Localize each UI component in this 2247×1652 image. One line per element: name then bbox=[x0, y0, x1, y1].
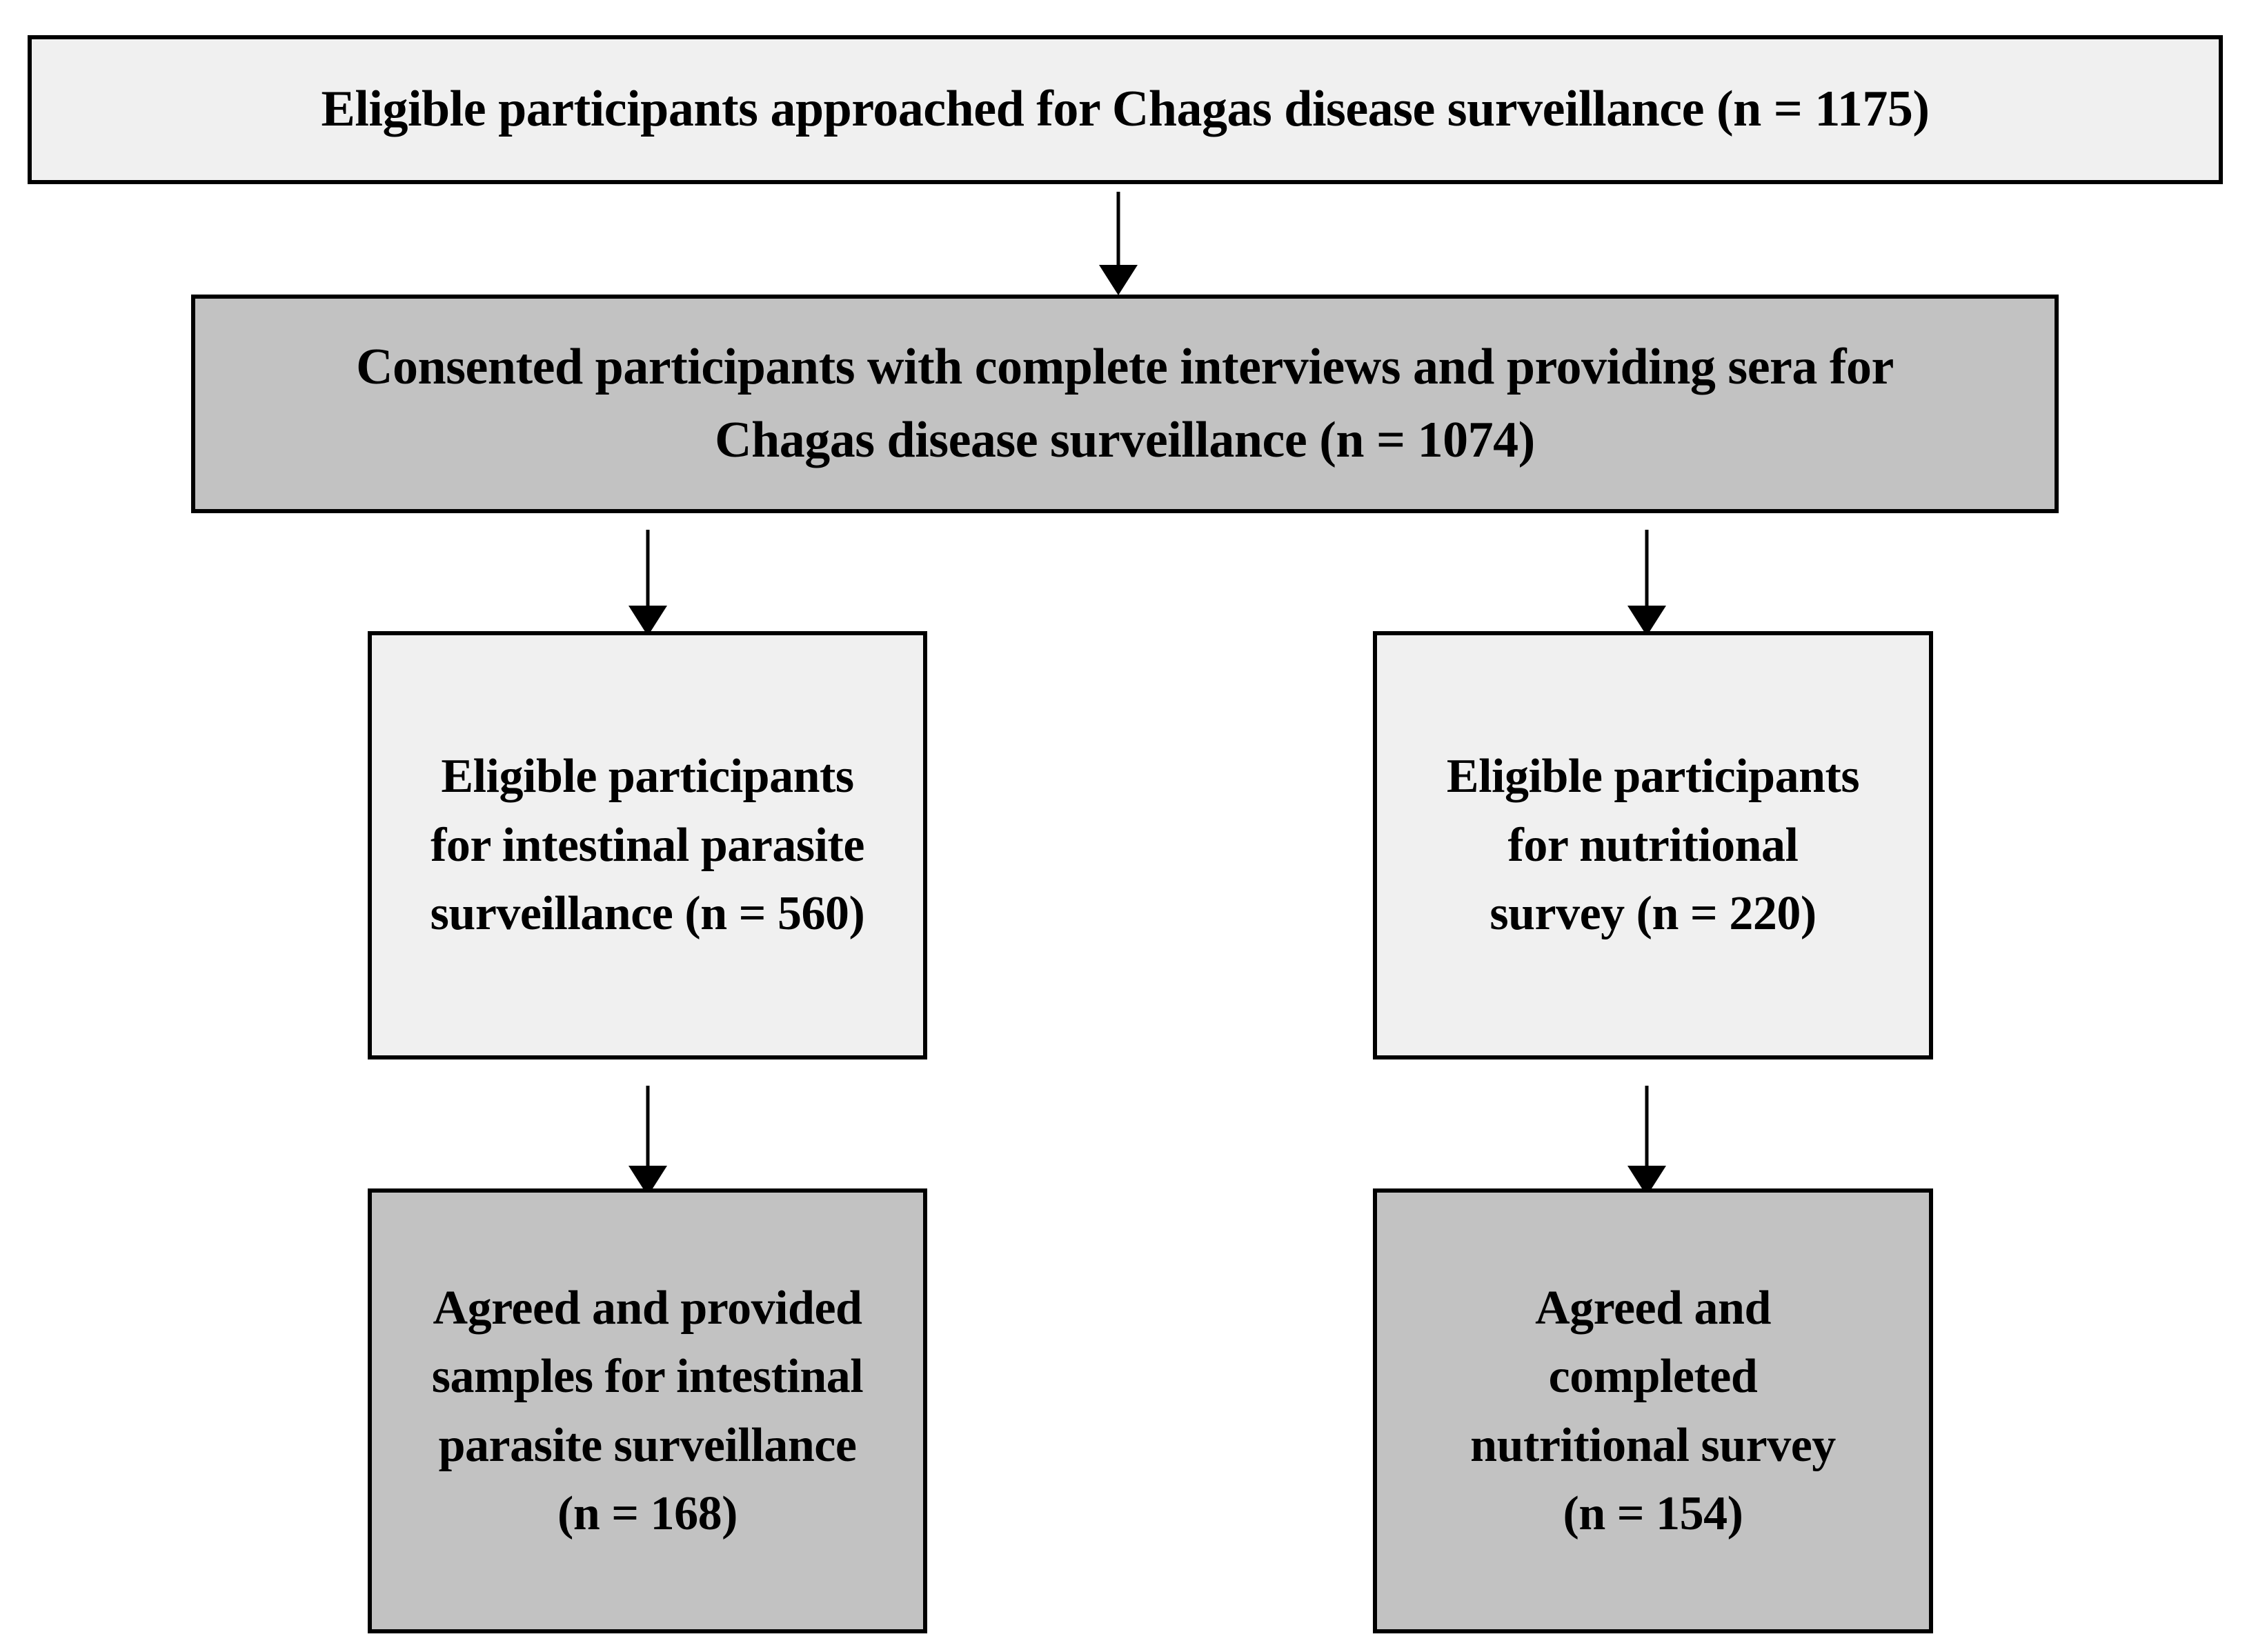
arrow-shaft bbox=[646, 1086, 650, 1167]
node-approached-label: Eligible participants approached for Cha… bbox=[321, 81, 1930, 138]
node-eligible-nutrition-label: Eligible participants for nutritional su… bbox=[1446, 750, 1860, 941]
arrow-shaft bbox=[1645, 530, 1649, 607]
node-consented-participants: Consented participants with complete int… bbox=[191, 295, 2059, 513]
arrow-shaft bbox=[1116, 192, 1120, 266]
node-eligible-parasite-label: Eligible participants for intestinal par… bbox=[430, 750, 865, 941]
node-consented-label: Consented participants with complete int… bbox=[356, 339, 1894, 468]
arrow-shaft bbox=[1645, 1086, 1649, 1167]
arrowhead-icon bbox=[1627, 606, 1666, 636]
node-agreed-completed-nutritional-survey: Agreed and completed nutritional survey … bbox=[1373, 1188, 1933, 1633]
node-agreed-parasite-label: Agreed and provided samples for intestin… bbox=[431, 1281, 864, 1540]
arrowhead-icon bbox=[1099, 265, 1138, 295]
node-eligible-participants-intestinal-parasite: Eligible participants for intestinal par… bbox=[368, 631, 927, 1059]
arrow-shaft bbox=[646, 530, 650, 607]
node-eligible-participants-nutritional-survey: Eligible participants for nutritional su… bbox=[1373, 631, 1933, 1059]
arrowhead-icon bbox=[628, 606, 667, 636]
node-eligible-participants-approached: Eligible participants approached for Cha… bbox=[28, 35, 2223, 184]
node-agreed-nutrition-label: Agreed and completed nutritional survey … bbox=[1470, 1281, 1836, 1540]
node-agreed-provided-samples-intestinal-parasite: Agreed and provided samples for intestin… bbox=[368, 1188, 927, 1633]
